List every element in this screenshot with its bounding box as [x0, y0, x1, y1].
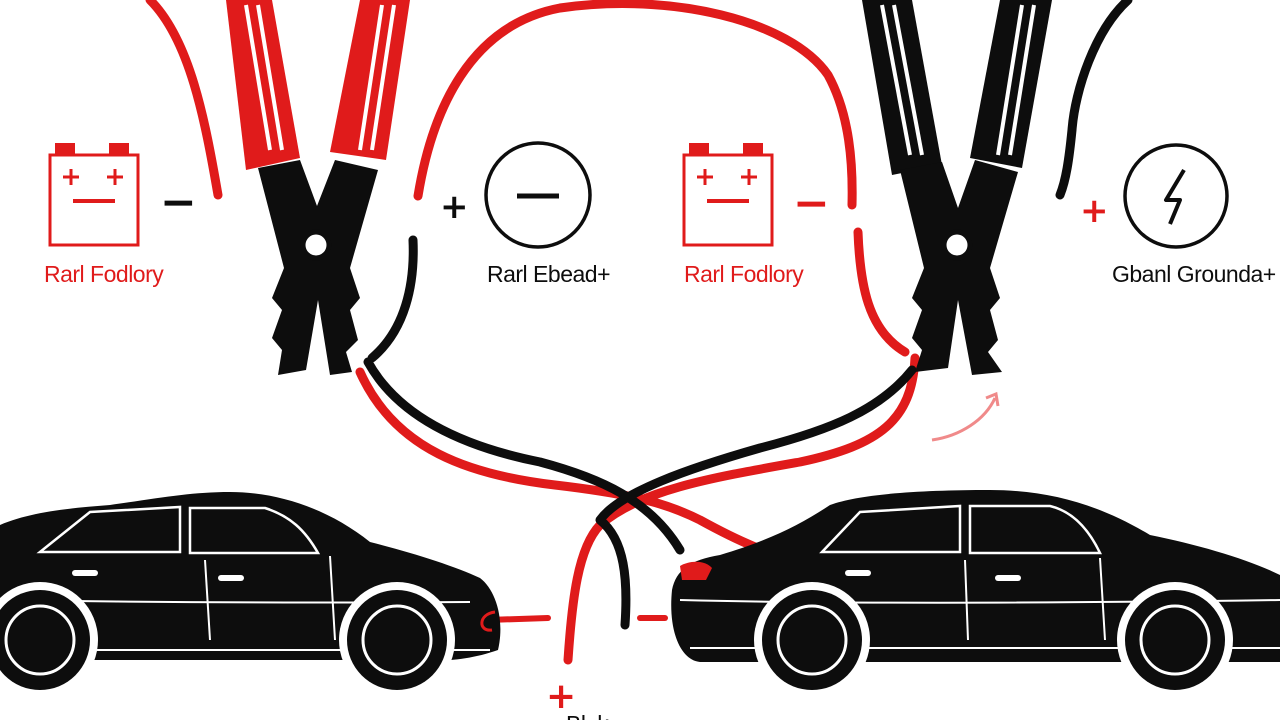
plus-before-circle: +	[440, 187, 469, 227]
black-handle-left	[862, 0, 942, 175]
ground-circle-label: Gbanl Grounda+	[1112, 261, 1276, 287]
red-handle-left	[226, 0, 300, 170]
right-minus-symbol: −	[793, 178, 830, 229]
black-clamp-jaw-body	[900, 160, 1018, 375]
black-cable-right-sweep	[595, 365, 917, 630]
red-cable-right-sweep	[563, 353, 920, 665]
lightning-circle-icon	[1123, 143, 1229, 249]
wheel	[754, 582, 870, 698]
black-clamp-pair	[862, 0, 1052, 375]
red-cable-left-sweep	[355, 367, 805, 565]
battery-icon	[48, 143, 140, 247]
left-battery-label: Rarl Fodlory	[44, 261, 164, 287]
battery-icon	[682, 143, 774, 247]
left-minus-symbol: −	[160, 177, 197, 228]
red-cable-right-drop	[853, 227, 910, 357]
black-cable-center-sweep	[363, 357, 685, 555]
right-battery-label: Rarl Fodlory	[684, 261, 804, 287]
left-red-lead	[145, 0, 223, 200]
left-car-icon	[0, 492, 501, 698]
cable-layer	[145, 0, 1133, 665]
plus-before-ground: +	[1080, 191, 1109, 231]
red-clamp-jaw-body	[258, 160, 378, 375]
wheel	[1117, 582, 1233, 698]
bottom-cut-label: Bl..k	[566, 711, 609, 720]
negative-circle-label: Rarl Ebead+	[487, 261, 610, 287]
wheel	[339, 582, 455, 698]
left-car-hook	[480, 610, 496, 632]
minus-circle-icon	[484, 141, 592, 249]
right-car-icon	[671, 490, 1280, 698]
right-black-lead	[1055, 0, 1133, 200]
red-arch-cable	[413, 0, 857, 210]
bottom-plus-symbol: +	[546, 676, 576, 717]
black-clamp-pivot	[941, 229, 973, 261]
wheel	[0, 582, 98, 698]
black-cable-left-drop	[367, 235, 418, 363]
red-clamp-pivot	[300, 229, 332, 261]
red-clamp-pair	[226, 0, 410, 375]
curved-arrow-icon	[931, 397, 997, 442]
